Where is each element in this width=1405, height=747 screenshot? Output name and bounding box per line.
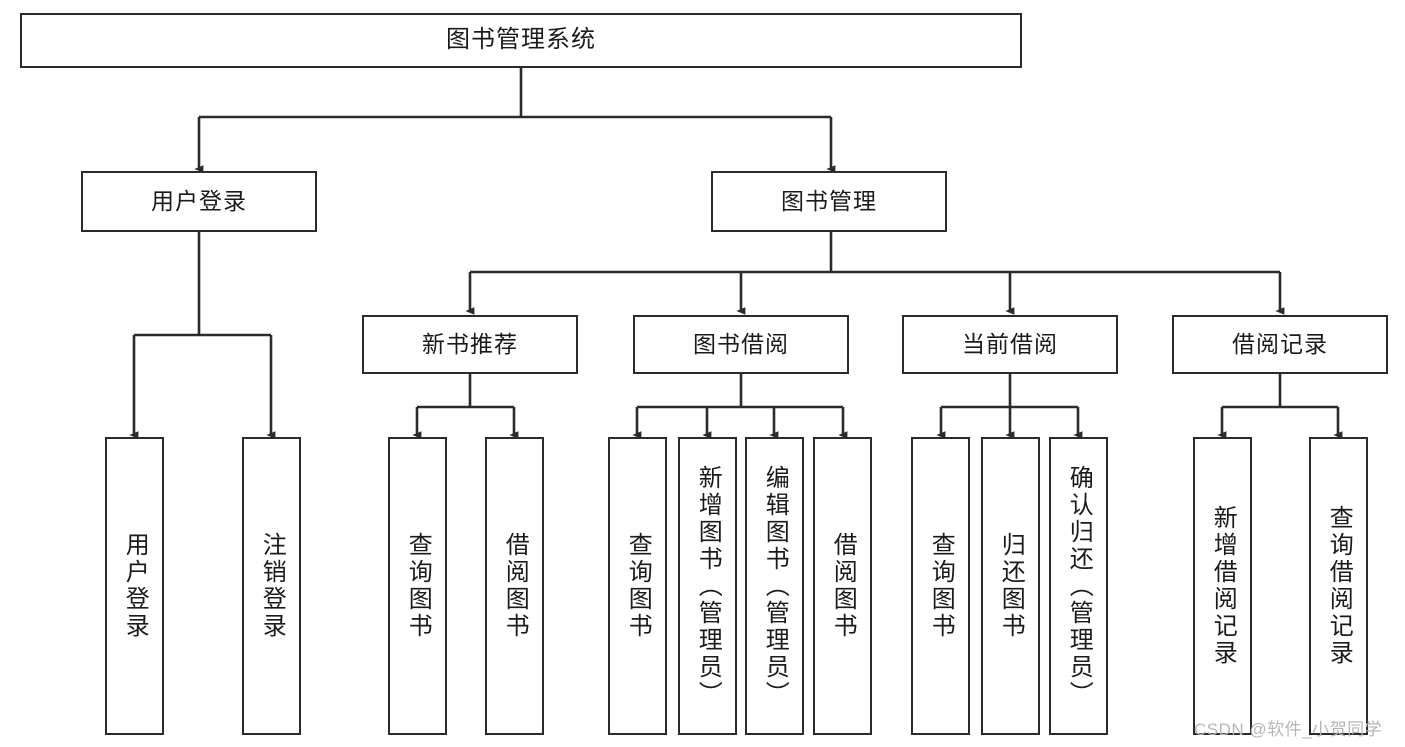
node-label: 用户登录 — [151, 187, 247, 214]
leaf-recommend-query-book[interactable]: 查询图书 — [388, 437, 447, 735]
node-book-borrow[interactable]: 图书借阅 — [633, 315, 849, 374]
node-label: 查询图书 — [927, 532, 955, 640]
leaf-borrow-edit-book-admin[interactable]: 编辑图书（管理员） — [745, 437, 804, 735]
leaf-current-return-book[interactable]: 归还图书 — [981, 437, 1040, 735]
node-label: 图书管理系统 — [446, 26, 596, 54]
node-label: 查询借阅记录 — [1325, 505, 1353, 667]
node-label: 查询图书 — [624, 532, 652, 640]
node-current-borrow[interactable]: 当前借阅 — [902, 315, 1118, 374]
node-label: 借阅图书 — [501, 532, 529, 640]
leaf-current-confirm-return-admin[interactable]: 确认归还（管理员） — [1049, 437, 1108, 735]
node-label: 新书推荐 — [422, 330, 518, 357]
node-book-manage[interactable]: 图书管理 — [711, 171, 947, 232]
node-label: 当前借阅 — [962, 330, 1058, 357]
node-label: 借阅记录 — [1232, 330, 1328, 357]
node-label: 编辑图书（管理员） — [761, 464, 789, 708]
leaf-user-logout[interactable]: 注销登录 — [242, 437, 301, 735]
node-label: 图书管理 — [781, 187, 877, 214]
watermark: CSDN @软件_小贺同学 — [1194, 720, 1383, 739]
node-label: 确认归还（管理员） — [1065, 464, 1093, 708]
node-label: 归还图书 — [997, 532, 1025, 640]
node-label: 借阅图书 — [829, 532, 857, 640]
node-new-book-recommendation[interactable]: 新书推荐 — [362, 315, 578, 374]
leaf-record-add-borrow-record[interactable]: 新增借阅记录 — [1193, 437, 1252, 735]
node-borrow-record[interactable]: 借阅记录 — [1172, 315, 1388, 374]
leaf-borrow-borrow-book[interactable]: 借阅图书 — [813, 437, 872, 735]
node-label: 新增图书（管理员） — [694, 464, 722, 708]
leaf-record-query-borrow-record[interactable]: 查询借阅记录 — [1309, 437, 1368, 735]
leaf-borrow-add-book-admin[interactable]: 新增图书（管理员） — [678, 437, 737, 735]
node-label: 图书借阅 — [693, 330, 789, 357]
node-label: 注销登录 — [258, 532, 286, 640]
node-label: 用户登录 — [121, 532, 149, 640]
leaf-recommend-borrow-book[interactable]: 借阅图书 — [485, 437, 544, 735]
node-label: 新增借阅记录 — [1209, 505, 1237, 667]
node-root-book-management-system[interactable]: 图书管理系统 — [20, 13, 1022, 68]
leaf-current-query-book[interactable]: 查询图书 — [911, 437, 970, 735]
leaf-user-login[interactable]: 用户登录 — [105, 437, 164, 735]
leaf-borrow-query-book[interactable]: 查询图书 — [608, 437, 667, 735]
node-label: 查询图书 — [404, 532, 432, 640]
node-user-login[interactable]: 用户登录 — [81, 171, 317, 232]
